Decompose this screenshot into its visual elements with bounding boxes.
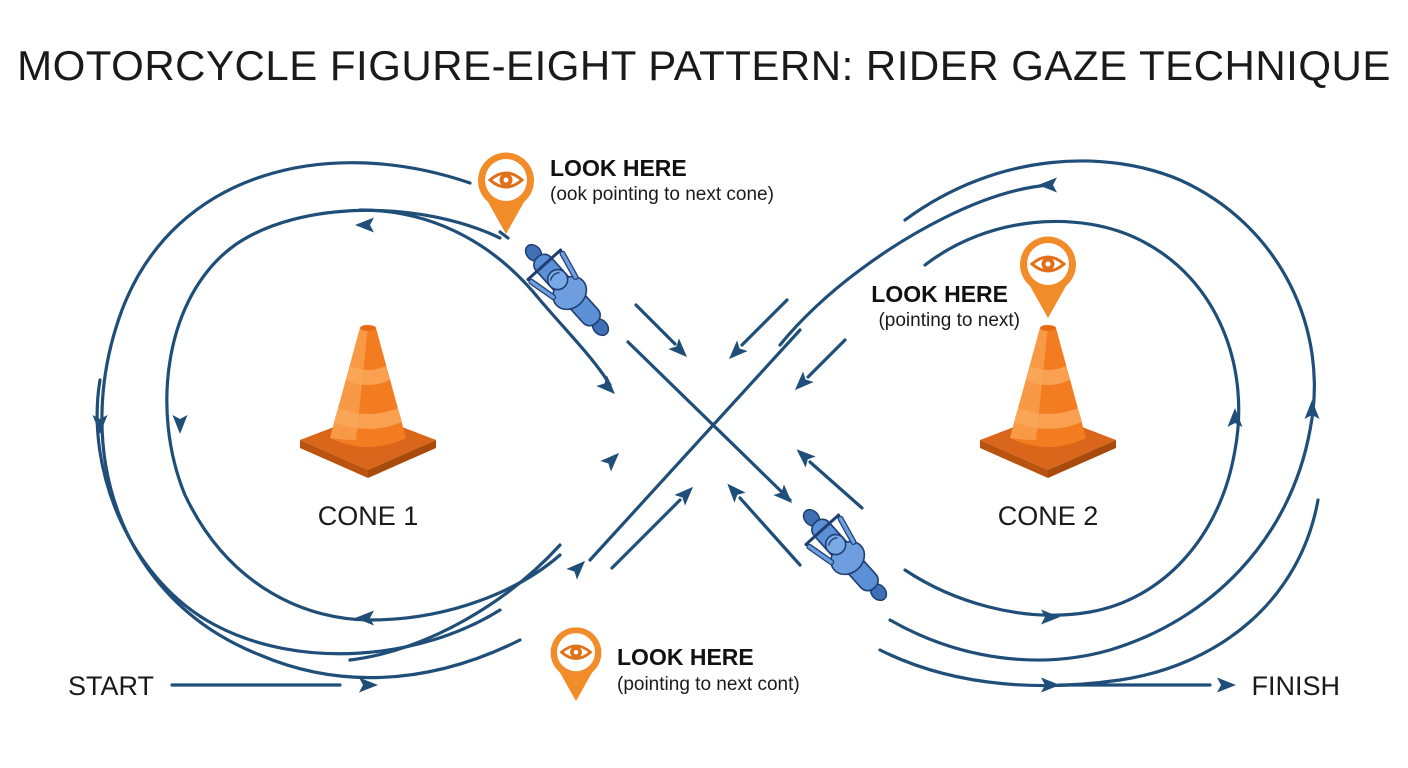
arrowhead bbox=[355, 217, 374, 233]
gaze-arrows bbox=[498, 230, 864, 570]
gaze-marker-1-subtitle: (ook pointing to next cone) bbox=[550, 184, 774, 205]
motorcycle-icon bbox=[789, 496, 901, 613]
arrowhead bbox=[92, 415, 108, 434]
arrowhead bbox=[359, 677, 378, 693]
track-left-lower-run bbox=[348, 543, 562, 662]
track-crossing-a bbox=[626, 340, 792, 502]
arrowhead bbox=[596, 375, 621, 400]
gaze-arrow bbox=[498, 230, 510, 240]
gaze-arrow bbox=[808, 460, 864, 510]
cone-1-label: CONE 1 bbox=[318, 501, 419, 531]
gaze-arrow bbox=[610, 498, 682, 570]
gaze-arrow bbox=[738, 496, 802, 567]
eye-icon bbox=[1018, 235, 1078, 320]
traffic-cone-icon bbox=[980, 324, 1116, 478]
arrowhead bbox=[355, 610, 374, 626]
track-crossing-b bbox=[588, 328, 802, 562]
track-loops bbox=[95, 159, 1320, 688]
gaze-arrow bbox=[806, 338, 847, 379]
track-inner-right bbox=[903, 219, 1241, 617]
arrowhead bbox=[566, 555, 591, 580]
traffic-cone-icon bbox=[300, 324, 436, 478]
track-inner-left bbox=[165, 208, 562, 622]
gaze-marker-2-subtitle: (pointing to next) bbox=[878, 310, 1020, 331]
arrowhead bbox=[1041, 609, 1060, 625]
gaze-marker-3-subtitle: (pointing to next cont) bbox=[617, 674, 800, 695]
start-label: START bbox=[68, 671, 154, 701]
gaze-marker-1-title: LOOK HERE bbox=[550, 155, 687, 181]
eye-icon bbox=[549, 625, 603, 703]
track-outer-right-lower bbox=[878, 498, 1320, 688]
track-outer-right bbox=[888, 159, 1316, 662]
track-outer-left bbox=[100, 161, 522, 680]
eye-icon bbox=[476, 151, 536, 236]
arrowhead bbox=[172, 415, 188, 434]
cone-2-label: CONE 2 bbox=[998, 501, 1099, 531]
track-left-upper-run bbox=[358, 208, 612, 387]
arrowhead bbox=[600, 447, 625, 472]
diagram-title: MOTORCYCLE FIGURE-EIGHT PATTERN: RIDER G… bbox=[17, 42, 1391, 89]
gaze-marker-2-title: LOOK HERE bbox=[871, 281, 1008, 307]
arrowhead bbox=[1217, 677, 1236, 693]
gaze-marker-3-title: LOOK HERE bbox=[617, 644, 754, 670]
finish-label: FINISH bbox=[1251, 671, 1340, 701]
track-right-upper-run bbox=[778, 183, 1052, 347]
gaze-arrow bbox=[634, 303, 677, 346]
arrowhead bbox=[1038, 177, 1057, 193]
gaze-arrow bbox=[740, 298, 789, 347]
